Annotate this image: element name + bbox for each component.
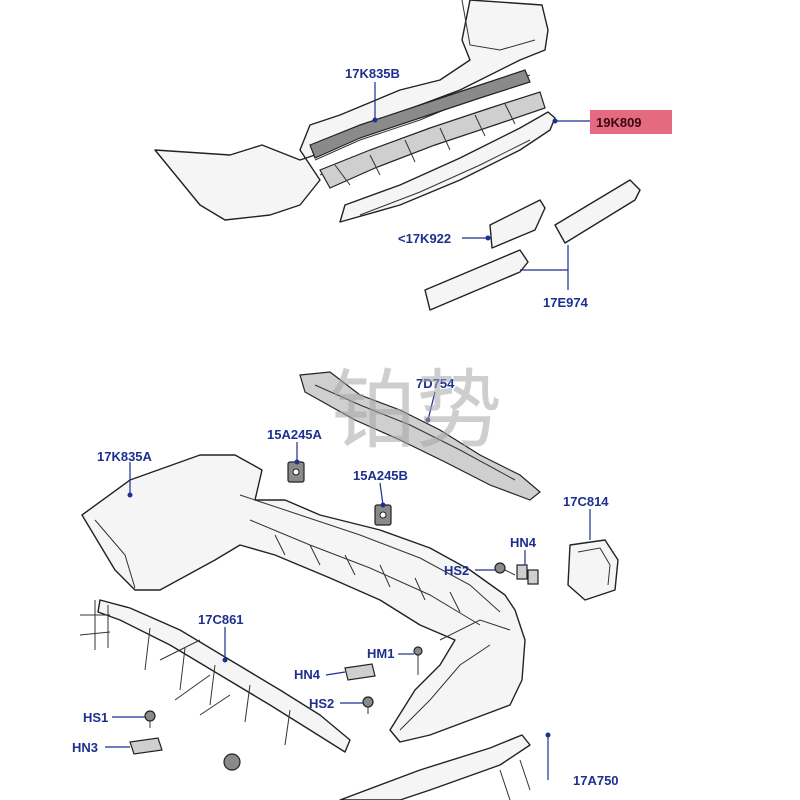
label-7d754: 7D754 (416, 376, 455, 391)
label-15a245b: 15A245B (353, 468, 408, 483)
label-17c861: 17C861 (198, 612, 244, 627)
nut-bottom (223, 753, 241, 771)
label-17k835a: 17K835A (97, 449, 153, 464)
lower-trim-17a750 (339, 734, 531, 800)
label-hs2-left: HS2 (309, 696, 334, 711)
fastener-hm1 (413, 646, 423, 675)
fastener-hn4-left (344, 663, 376, 681)
bracket-17c814 (567, 539, 619, 601)
label-15a245a: 15A245A (267, 427, 323, 442)
lower-bumper-cover (81, 454, 526, 743)
fastener-hs2-left (362, 696, 374, 714)
label-19k809: 19K809 (596, 115, 642, 130)
label-hn3: HN3 (72, 740, 98, 755)
cover-plate-17k922 (489, 199, 546, 249)
lower-cover-inner-ribs (274, 534, 461, 613)
label-hn4-right: HN4 (510, 535, 537, 550)
clip-15a245b (374, 504, 392, 526)
leader-lines (105, 82, 591, 780)
reinforcement-bar-7d754 (299, 371, 541, 501)
fastener-hn4-right (516, 564, 539, 585)
label-17k835b: 17K835B (345, 66, 400, 81)
fastener-hs2-right (494, 562, 516, 576)
highlight-19k809 (590, 110, 672, 134)
watermark-text: 铂势 (330, 361, 502, 461)
fastener-hn3 (129, 737, 163, 755)
label-hm1: HM1 (367, 646, 394, 661)
label-17e974: 17E974 (543, 295, 589, 310)
leader-dots (127, 117, 558, 738)
label-17k922: <17K922 (398, 231, 451, 246)
label-17c814: 17C814 (563, 494, 609, 509)
label-hs1: HS1 (83, 710, 108, 725)
trim-strip-17e974-right (554, 179, 641, 244)
label-hn4-left: HN4 (294, 667, 321, 682)
label-17a750: 17A750 (573, 773, 619, 788)
upper-reflector-strip (309, 69, 546, 189)
fastener-hs1 (144, 710, 156, 728)
label-hs2-right: HS2 (444, 563, 469, 578)
trim-strip-17e974-left (424, 249, 529, 311)
clip-15a245a (287, 461, 305, 483)
mounting-rail-17c861 (79, 599, 351, 753)
valance-lower-upper (339, 111, 556, 223)
